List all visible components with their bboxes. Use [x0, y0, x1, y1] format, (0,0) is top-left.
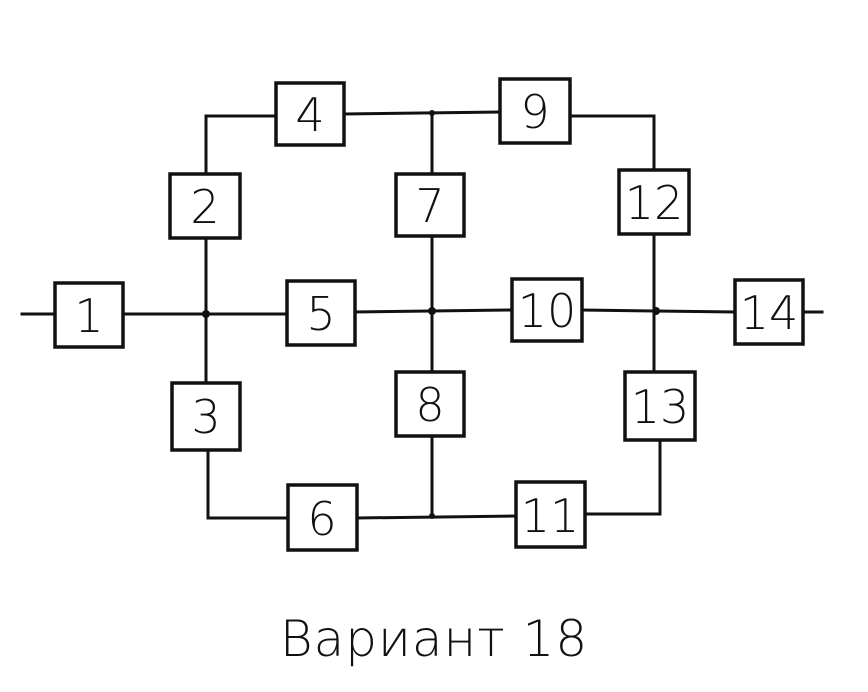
junctions — [202, 110, 660, 519]
block-8: 8 — [394, 370, 466, 438]
block-13: 13 — [623, 370, 697, 442]
wire-6-11 — [355, 514, 518, 520]
wire-9-12 — [568, 114, 656, 172]
wire-2-4 — [204, 114, 278, 176]
block-6-label: 6 — [307, 492, 336, 546]
wire-3-6 — [206, 448, 290, 520]
block-11: 11 — [514, 480, 587, 549]
block-14: 14 — [733, 278, 805, 346]
block-10-label: 10 — [518, 284, 577, 338]
block-1-label: 1 — [74, 289, 103, 343]
block-9-label: 9 — [520, 85, 549, 139]
block-3: 3 — [170, 381, 242, 452]
block-5: 5 — [285, 279, 357, 347]
block-13-label: 13 — [631, 380, 690, 434]
block-8-label: 8 — [415, 378, 444, 432]
junction-center — [428, 307, 436, 315]
block-7: 7 — [394, 172, 466, 238]
block-2: 2 — [168, 172, 242, 240]
block-6: 6 — [286, 483, 359, 552]
wire-11-13 — [583, 438, 662, 516]
block-9: 9 — [498, 77, 572, 145]
diagram-caption: Вариант 18 — [279, 610, 589, 668]
wire-4-9 — [342, 110, 502, 116]
block-7-label: 7 — [415, 179, 444, 233]
junction-top — [429, 110, 435, 116]
block-12: 12 — [617, 168, 691, 236]
block-10: 10 — [510, 277, 584, 343]
junction-left — [202, 310, 210, 318]
block-14-label: 14 — [740, 286, 799, 340]
block-3-label: 3 — [191, 390, 220, 444]
block-12-label: 12 — [625, 176, 684, 230]
junction-bottom — [429, 513, 435, 519]
block-4-label: 4 — [295, 88, 324, 142]
block-1: 1 — [53, 281, 125, 349]
block-4: 4 — [274, 81, 346, 147]
block-5-label: 5 — [306, 287, 335, 341]
block-11-label: 11 — [521, 489, 580, 543]
junction-right — [652, 307, 660, 315]
block-2-label: 2 — [190, 180, 219, 234]
